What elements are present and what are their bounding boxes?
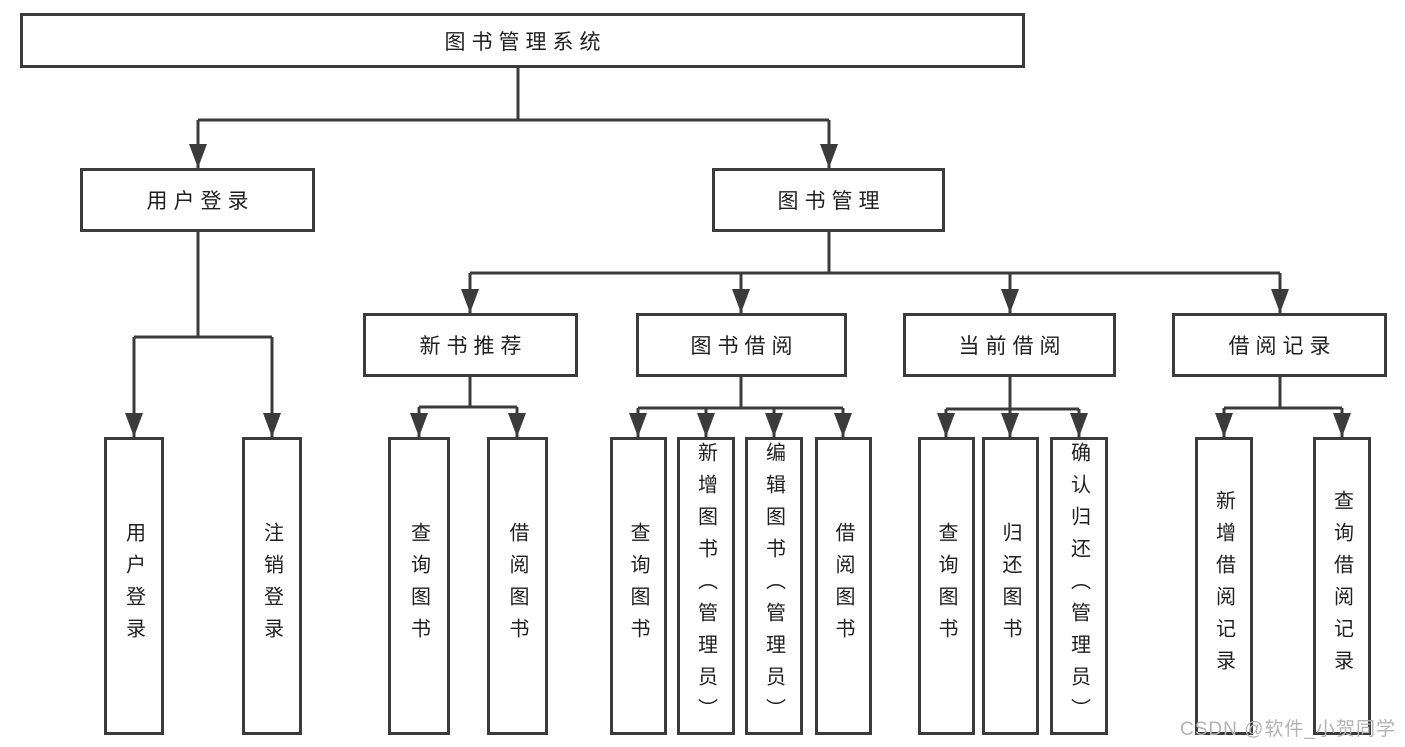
leaf-query-borrow-record: 查询借阅记录	[1313, 437, 1371, 735]
leaf-borrow-books-borrowing: 借阅图书	[815, 437, 872, 735]
node-book-management: 图书管理	[712, 168, 945, 232]
node-book-borrowing: 图书借阅	[636, 313, 847, 377]
leaf-add-book-admin: 新增图书（管理员）	[677, 437, 735, 735]
node-current-borrowing: 当前借阅	[903, 313, 1116, 377]
connector-current-borrowing-to-leaves	[937, 377, 1088, 437]
watermark-text: CSDN @软件_小贺同学	[1180, 719, 1396, 740]
leaf-edit-book-admin: 编辑图书（管理员）	[745, 437, 803, 735]
node-library-management-system: 图书管理系统	[20, 13, 1025, 68]
leaf-user-login: 用户登录	[104, 437, 164, 735]
leaf-query-books-borrowing: 查询图书	[610, 437, 667, 735]
connector-new-book-to-leaves	[410, 377, 526, 437]
node-user-login: 用户登录	[80, 168, 315, 232]
connector-book-borrowing-to-leaves	[629, 377, 852, 437]
node-new-book-recommendation: 新书推荐	[363, 313, 578, 377]
leaf-logout: 注销登录	[242, 437, 302, 735]
leaf-confirm-return-admin: 确认归还（管理员）	[1050, 437, 1108, 735]
leaf-return-books: 归还图书	[982, 437, 1039, 735]
leaf-add-borrow-record: 新增借阅记录	[1195, 437, 1253, 735]
connector-root-to-level2	[189, 68, 838, 168]
leaf-query-books-recommend: 查询图书	[388, 437, 450, 735]
connector-user-login-to-leaves	[125, 232, 281, 437]
leaf-borrow-books-recommend: 借阅图书	[487, 437, 548, 735]
connector-borrowing-records-to-leaves	[1215, 377, 1351, 437]
node-borrowing-records: 借阅记录	[1172, 313, 1387, 377]
leaf-query-books-current: 查询图书	[918, 437, 975, 735]
connector-book-management-to-level3	[461, 232, 1289, 313]
